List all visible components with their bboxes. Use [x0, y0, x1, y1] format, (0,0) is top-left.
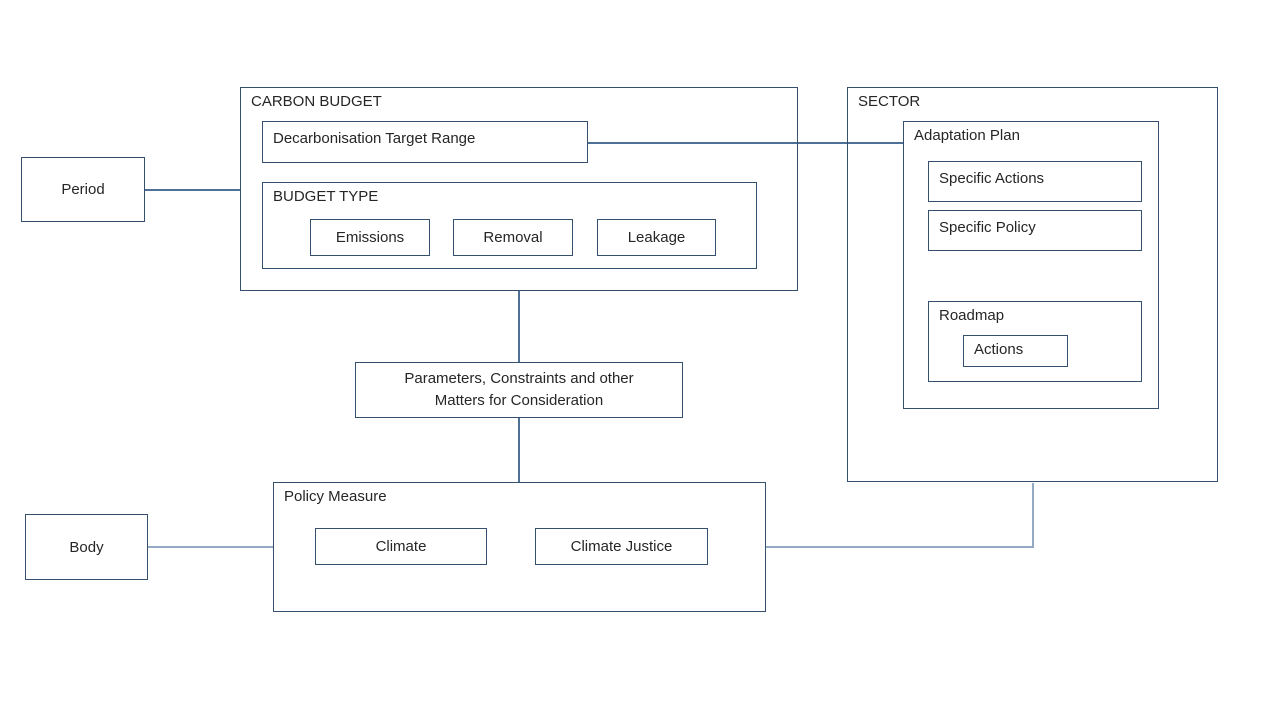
- body-label: Body: [69, 538, 104, 556]
- adaptation-plan-group: Adaptation Plan: [903, 121, 1159, 409]
- sector-group: SECTOR: [847, 87, 1218, 482]
- connector-policy-measure-sector-horizontal: [766, 546, 1034, 548]
- parameters-label-line2: Matters for Consideration: [434, 392, 604, 409]
- adaptation-plan-label: Adaptation Plan: [914, 127, 1020, 144]
- emissions-node: Emissions: [310, 219, 430, 256]
- period-node: Period: [21, 157, 145, 222]
- removal-label: Removal: [483, 229, 543, 246]
- period-label: Period: [61, 181, 105, 198]
- connector-policy-measure-sector-vertical: [1032, 483, 1034, 548]
- climate-justice-label: Climate Justice: [570, 538, 673, 555]
- roadmap-group: Roadmap: [928, 301, 1142, 382]
- specific-actions-label: Specific Actions: [939, 170, 1045, 187]
- actions-node: Actions: [963, 335, 1068, 367]
- roadmap-label: Roadmap: [939, 307, 1005, 324]
- connector-parameters-policy-measure: [518, 418, 520, 482]
- specific-policy-node: Specific Policy: [928, 210, 1142, 251]
- connector-body-policy-measure: [148, 546, 273, 548]
- climate-label: Climate: [375, 538, 427, 555]
- policy-measure-label: Policy Measure: [284, 488, 387, 505]
- body-node: Body: [25, 514, 148, 580]
- decarbonisation-target-range-label: Decarbonisation Target Range: [273, 130, 476, 147]
- connector-carbon-budget-parameters: [518, 291, 520, 362]
- policy-measure-group: Policy Measure: [273, 482, 766, 612]
- sector-label: SECTOR: [858, 93, 921, 110]
- connector-period-carbon-budget: [145, 189, 240, 191]
- leakage-label: Leakage: [627, 229, 686, 246]
- parameters-label-line1: Parameters, Constraints and other: [404, 370, 634, 387]
- budget-type-group: BUDGET TYPE: [262, 182, 757, 269]
- specific-actions-node: Specific Actions: [928, 161, 1142, 202]
- removal-node: Removal: [453, 219, 573, 256]
- connector-decarbonisation-adaptation-plan: [588, 142, 903, 144]
- decarbonisation-target-range-node: Decarbonisation Target Range: [262, 121, 588, 163]
- climate-node: Climate: [315, 528, 487, 565]
- carbon-budget-label: CARBON BUDGET: [251, 93, 382, 110]
- leakage-node: Leakage: [597, 219, 716, 256]
- actions-label: Actions: [974, 341, 1024, 358]
- parameters-node: Parameters, Constraints and other Matter…: [355, 362, 683, 418]
- budget-type-label: BUDGET TYPE: [273, 188, 379, 205]
- specific-policy-label: Specific Policy: [939, 219, 1036, 236]
- emissions-label: Emissions: [335, 229, 405, 246]
- carbon-budget-group: CARBON BUDGET: [240, 87, 798, 291]
- climate-justice-node: Climate Justice: [535, 528, 708, 565]
